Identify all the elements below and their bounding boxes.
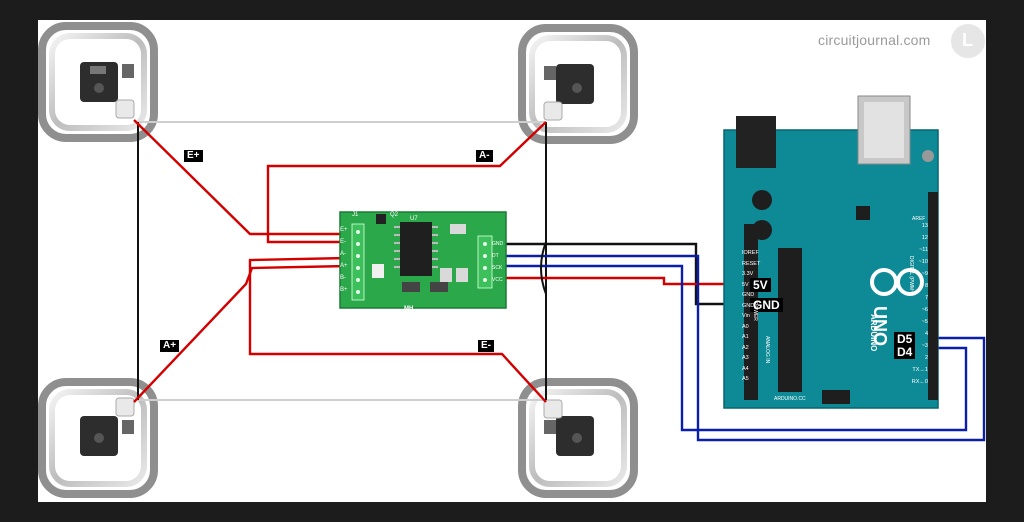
red-wires xyxy=(133,119,547,403)
arduino-uno-board xyxy=(723,95,939,409)
watermark-text: circuitjournal.com xyxy=(818,32,931,48)
arduino-left-pin: A1 xyxy=(742,334,749,340)
arduino-right-pin: 13 xyxy=(921,223,928,229)
hx711-right-pin: SCK xyxy=(492,265,503,271)
hx711-right-pin: DT xyxy=(492,253,499,259)
arduino-right-pin: RX←0 xyxy=(911,379,928,385)
hx711-j-label: J1 xyxy=(352,212,359,218)
wire-crossing-bumps xyxy=(540,241,547,295)
arduino-right-pin: TX→1 xyxy=(912,367,928,373)
hx711-left-pin: A- xyxy=(340,251,346,257)
hx711-q-label: Q2 xyxy=(390,212,399,218)
label-d4: D4 xyxy=(894,345,916,359)
arduino-right-pin: ~9 xyxy=(921,271,928,277)
load-cell-bottom-left xyxy=(38,378,158,498)
arduino-right-pin: 4 xyxy=(924,331,928,337)
load-cell-top-left xyxy=(38,22,158,142)
diagram-svg xyxy=(38,22,986,498)
arduino-brand: ARDUINO xyxy=(869,314,878,352)
hx711-left-pin: E+ xyxy=(340,227,348,233)
hx711-left-pin: E- xyxy=(340,239,346,245)
black-wire-gnd xyxy=(502,242,744,306)
arduino-right-pin: 12 xyxy=(921,235,928,241)
hx711-right-pins: GND DT SCK VCC xyxy=(492,238,508,286)
arduino-left-pin: RESET xyxy=(742,260,761,267)
arduino-right-pin: ~6 xyxy=(921,307,928,313)
hx711-left-pins: E+ E- A- A+ B- B+ xyxy=(340,224,352,296)
arduino-right-pin: 8 xyxy=(924,283,928,289)
label-a-minus: A- xyxy=(476,150,493,162)
blue-wires xyxy=(502,254,986,442)
arduino-left-pin: 3.3V xyxy=(742,271,754,277)
arduino-left-pin: 5V xyxy=(742,281,749,288)
hx711-left-pin: A+ xyxy=(340,263,348,269)
black-wires-load-cells xyxy=(137,122,547,400)
red-wire-vcc xyxy=(502,276,744,286)
hx711-left-pin: B+ xyxy=(340,287,348,293)
arduino-right-pin: 7 xyxy=(924,295,928,301)
hx711-board-label: MH xyxy=(404,306,414,312)
hx711-right-pin: VCC xyxy=(492,277,503,283)
label-5v: 5V xyxy=(750,278,771,292)
arduino-right-pin: ~11 xyxy=(919,247,928,253)
arduino-left-pin: A0 xyxy=(742,323,749,330)
label-gnd: GND xyxy=(750,298,783,312)
wiring-diagram: circuitjournal.com E+ A- A+ E- 5V GND D5… xyxy=(38,20,986,502)
arduino-right-pin: ~5 xyxy=(921,319,928,325)
arduino-left-pin: GND xyxy=(742,302,755,309)
arduino-left-pin: GND xyxy=(742,292,755,298)
arduino-right-pin: ~10 xyxy=(918,259,928,265)
label-e-plus: E+ xyxy=(184,150,203,162)
label-e-minus: E- xyxy=(478,340,494,352)
arduino-right-pin: 2 xyxy=(924,355,928,361)
watermark-logo-icon xyxy=(951,24,985,58)
arduino-aref: AREF xyxy=(912,216,926,222)
hx711-chip-label: U7 xyxy=(410,216,418,222)
arduino-left-pin: IOREF xyxy=(742,250,759,256)
arduino-left-pin: A2 xyxy=(742,344,749,351)
hx711-left-pin: B- xyxy=(340,275,346,281)
arduino-uno-logo xyxy=(870,268,924,296)
white-wires xyxy=(138,121,546,401)
hx711-right-pin: GND xyxy=(492,241,504,247)
arduino-left-pin: A3 xyxy=(742,355,749,361)
label-d5: D5 xyxy=(894,332,916,346)
load-cell-bottom-right xyxy=(518,378,638,498)
arduino-right-pin: ~3 xyxy=(921,343,928,349)
label-a-plus: A+ xyxy=(160,340,180,352)
arduino-left-pin: Vin xyxy=(742,313,750,319)
hx711-module xyxy=(339,211,507,309)
arduino-site: ARDUINO.CC xyxy=(774,396,806,402)
arduino-left-pin: A5 xyxy=(742,376,749,382)
arduino-left-pin: A4 xyxy=(742,365,749,372)
load-cell-top-right xyxy=(518,24,638,144)
